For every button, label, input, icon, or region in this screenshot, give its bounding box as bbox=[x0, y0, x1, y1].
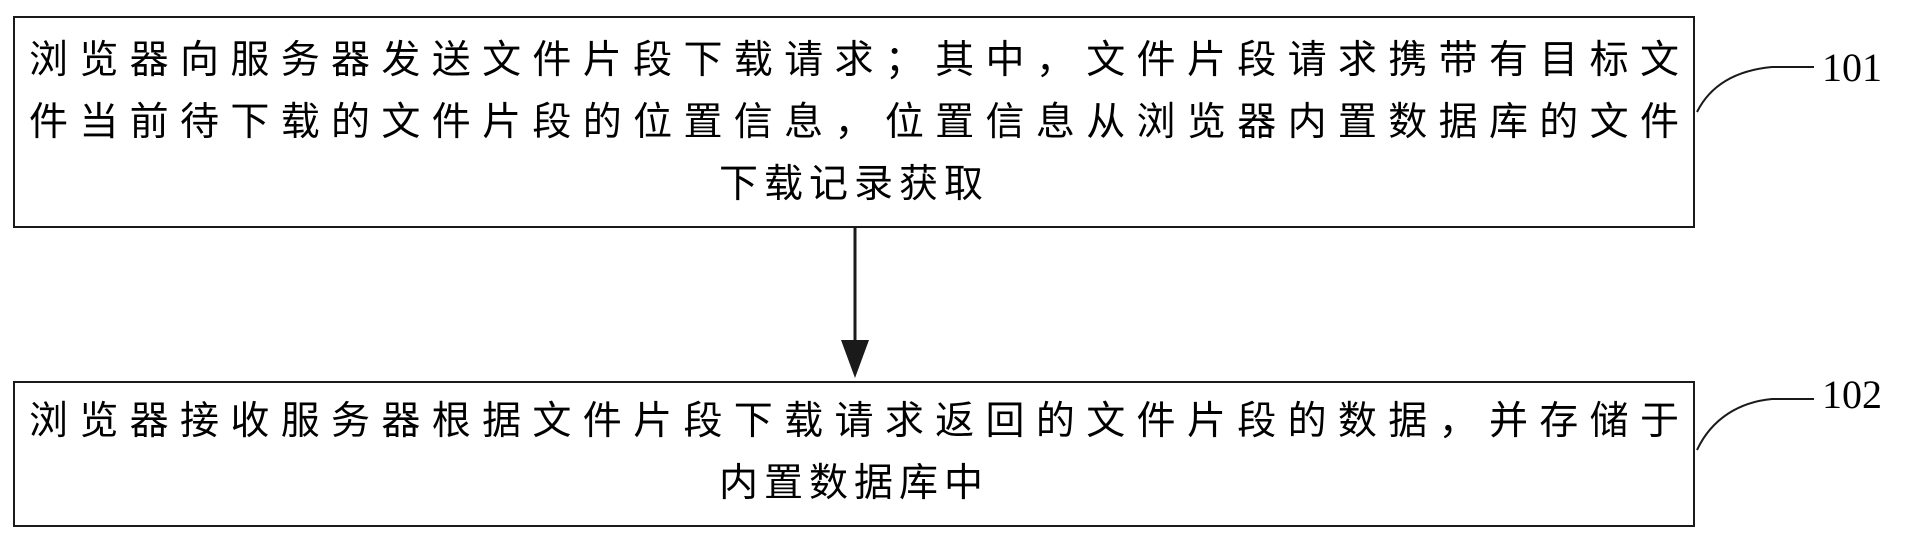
step-102-box: 浏览器接收服务器根据文件片段下载请求返回的文件片段的数据，并存储于 内置数据库中 bbox=[13, 381, 1695, 527]
step-101-line-2: 件当前待下载的文件片段的位置信息，位置信息从浏览器内置数据库的文件 bbox=[29, 100, 1679, 145]
step-101-line-1: 浏览器向服务器发送文件片段下载请求；其中，文件片段请求携带有目标文 bbox=[29, 38, 1679, 83]
ref-101-leader-line bbox=[1696, 66, 1814, 113]
ref-102-leader-line bbox=[1696, 398, 1814, 451]
step-101-line-3: 下载记录获取 bbox=[718, 162, 989, 207]
step-102-line-2: 内置数据库中 bbox=[718, 461, 989, 506]
step-102-line-1: 浏览器接收服务器根据文件片段下载请求返回的文件片段的数据，并存储于 bbox=[29, 399, 1679, 444]
ref-label-101: 101 bbox=[1822, 45, 1882, 90]
flow-arrow-head bbox=[841, 340, 869, 378]
step-101-box: 浏览器向服务器发送文件片段下载请求；其中，文件片段请求携带有目标文 件当前待下载… bbox=[13, 16, 1695, 228]
ref-label-102: 102 bbox=[1822, 372, 1882, 417]
